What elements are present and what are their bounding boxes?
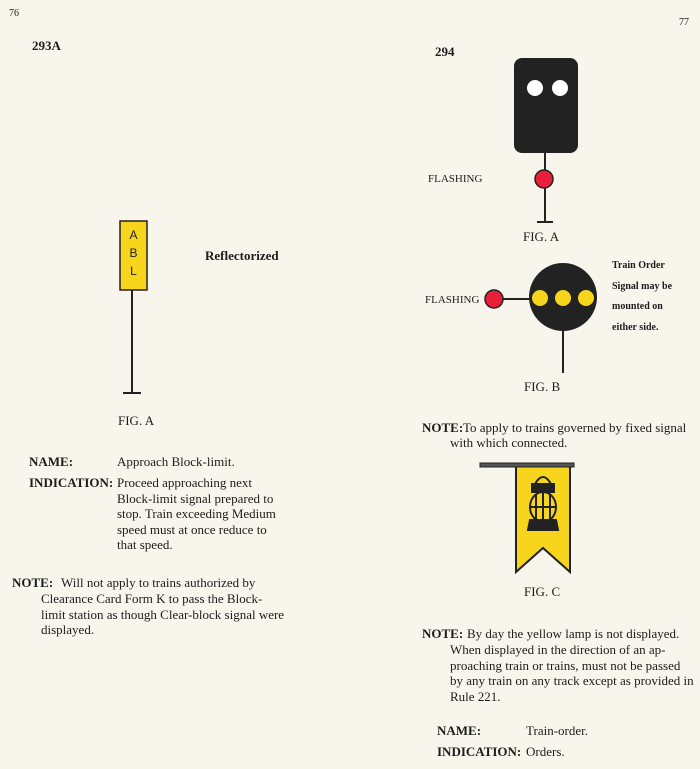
text-line: Proceed approaching next [117, 475, 253, 490]
text-line: Clearance Card Form K to pass the Block- [41, 591, 263, 606]
text-line: When displayed in the direction of an ap… [450, 642, 666, 657]
indication-label: INDICATION: [29, 475, 114, 490]
indication-text: Proceed approaching next Block-limit sig… [117, 475, 276, 553]
text-line: Signal may be [612, 280, 673, 292]
fig-a-caption-right: FIG. A [523, 229, 560, 244]
text-line: mounted on [612, 301, 663, 313]
fig-b-signal [484, 263, 597, 373]
fig-a-flashing-label: FLASHING [428, 173, 483, 185]
text-line: proaching train or trains, must not be p… [450, 657, 681, 673]
indication-value: Orders. [526, 744, 565, 759]
red-flashing-lamp [484, 289, 504, 309]
yellow-lamp [532, 290, 548, 306]
name-value: Approach Block-limit. [117, 454, 235, 469]
text-line: Rule 221. [450, 688, 501, 704]
name-value: Train-order. [526, 723, 588, 738]
note-first-line: Will not apply to trains authorized by [61, 575, 256, 590]
note1-line: with which connected. [450, 435, 568, 450]
abl-reflectorized-sign [119, 220, 148, 394]
yellow-lamp [578, 290, 594, 306]
fig-c-caption: FIG. C [524, 584, 561, 599]
note1-label: NOTE: [422, 420, 464, 435]
note2-text: When displayed in the direction of an ap… [450, 642, 694, 704]
lantern-icon [526, 476, 560, 531]
note-label: NOTE: [12, 575, 54, 590]
text-line: speed must at once reduce to [117, 521, 267, 537]
name-label: NAME: [437, 723, 482, 738]
sign-letter: A [129, 228, 138, 242]
note1-line: To apply to trains governed by fixed sig… [463, 420, 687, 435]
fig-b-side-note: Train Order Signal may be mounted on eit… [612, 256, 672, 339]
page-number-right: 77 [679, 17, 689, 28]
white-lamp [527, 80, 543, 96]
text-line: Train Order [612, 260, 665, 271]
yellow-lamp [555, 290, 571, 306]
note2-label: NOTE: [422, 626, 464, 641]
text-line: limit station as though Clear-block sign… [41, 606, 285, 622]
name-label: NAME: [29, 454, 74, 469]
text-line: stop. Train exceeding Medium [117, 506, 276, 521]
indication-label: INDICATION: [437, 744, 522, 759]
text-line: either side. [612, 322, 659, 334]
rule-number-293a: 293A [32, 38, 61, 53]
fig-b-flashing-label: FLASHING [425, 294, 480, 306]
sign-letter: L [130, 264, 137, 278]
fig-a-caption-left: FIG. A [118, 413, 155, 428]
text-line: Block-limit signal prepared to [117, 490, 274, 506]
text-line: by any train on any track except as prov… [450, 673, 694, 688]
text-line: displayed. [41, 622, 95, 637]
sign-letter: B [129, 246, 138, 260]
red-flashing-lamp [534, 169, 554, 189]
page-number-left: 76 [9, 8, 19, 19]
sign-letters: A B L [120, 226, 147, 280]
text-line: that speed. [117, 537, 173, 552]
note-text: Clearance Card Form K to pass the Block-… [41, 591, 284, 638]
note2-first-line: By day the yellow lamp is not displayed. [467, 626, 680, 641]
fig-b-caption: FIG. B [524, 379, 561, 394]
white-lamp [552, 80, 568, 96]
sign-label: Reflectorized [205, 248, 279, 263]
fig-c-train-order-flag [479, 462, 575, 575]
rule-number-294: 294 [435, 44, 455, 59]
fig-a-signal [514, 58, 578, 223]
